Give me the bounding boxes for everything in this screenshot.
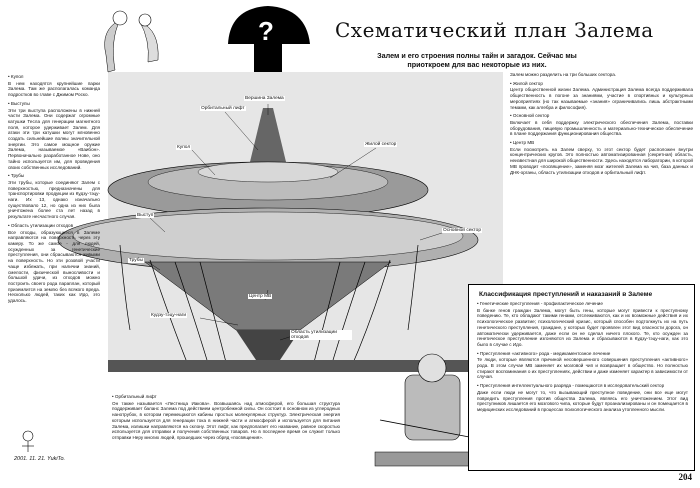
section-text: Включает в себя поддержку электрического… — [510, 119, 693, 137]
section-head: Купол — [8, 74, 100, 80]
character-figure — [104, 10, 159, 73]
crime-head: Генетические преступления - профилактиче… — [477, 301, 688, 307]
section-text: Центр общественной жизни Залема. Админис… — [510, 87, 693, 110]
label-ledge: Выступ — [136, 213, 155, 218]
label-waste: Область утилизации отходов — [290, 330, 352, 340]
label-pipes: Трубы — [128, 258, 144, 263]
section-head: Трубы — [8, 173, 100, 179]
section-head: Жилой сектор — [510, 81, 693, 87]
page-title: Схематический план Залема — [335, 18, 654, 42]
bottom-column: Орбитальный лифт Он также называется «Ле… — [112, 392, 340, 444]
page-number: 204 — [678, 472, 693, 482]
label-orbital-lift: Орбитальный лифт — [200, 106, 246, 111]
box-title: Классификация преступлений и наказаний в… — [479, 291, 653, 298]
section-head: Выступы — [8, 101, 100, 107]
label-kuzu: Кудзу-тэцу-наги — [150, 313, 188, 318]
waste-area — [236, 330, 300, 360]
robot-figure — [374, 353, 486, 467]
section-head: Орбитальный лифт — [112, 394, 340, 400]
section-head: Центр МВ — [510, 140, 693, 146]
intro-text: Залем можно разделить на три больших сек… — [510, 72, 617, 77]
leader-lines — [147, 104, 446, 341]
crime-text: Те люди, которые являются причиной несов… — [477, 357, 688, 380]
crime-text: В банке генов граждан Залема, могут быть… — [477, 307, 688, 347]
page-subtitle: Залем и его строения полны тайн и загадо… — [377, 51, 577, 69]
section-text: Он также называется «Лестница Иакова». В… — [112, 400, 340, 440]
crime-text: Даже если люди не могут то, что вызывающ… — [477, 389, 688, 412]
section-text: Эти три выступа расположены в нижней час… — [8, 107, 100, 170]
label-mb-center: Центр МВ — [248, 294, 273, 299]
section-head: Область утилизации отходов — [8, 223, 100, 229]
artist-signature: 2001. 11. 21. YukiTo. — [14, 456, 66, 462]
crime-head: Преступления интеллектуального разряда -… — [477, 383, 688, 389]
crime-classification-box: Классификация преступлений и наказаний в… — [468, 284, 695, 471]
right-column: Залем можно разделить на три больших сек… — [510, 72, 693, 178]
label-dome: Купол — [176, 145, 192, 150]
section-text: Все отходы, образующиеся в Залеме направ… — [8, 229, 100, 304]
svg-text:?: ? — [258, 16, 274, 46]
label-top: Вершина Залема — [244, 96, 285, 101]
label-residential: Жилой сектор — [364, 142, 398, 147]
section-text: В нем находятся крупнейшие парки Залема.… — [8, 80, 100, 98]
kuzu-ground — [108, 360, 503, 372]
doodle-figure — [22, 430, 34, 452]
box-body: Генетические преступления - профилактиче… — [477, 301, 688, 413]
crime-head: Преступления «активного» рода - медикаме… — [477, 351, 688, 357]
left-column: Купол В нем находятся крупнейшие парки З… — [8, 72, 100, 307]
label-main-sector: Основной сектор — [442, 228, 483, 233]
section-head: Основной сектор — [510, 113, 693, 119]
section-text: Если посмотреть на Залем сверху, то этот… — [510, 146, 693, 175]
section-text: Эти трубы, которые соединяют Залем с пов… — [8, 179, 100, 220]
